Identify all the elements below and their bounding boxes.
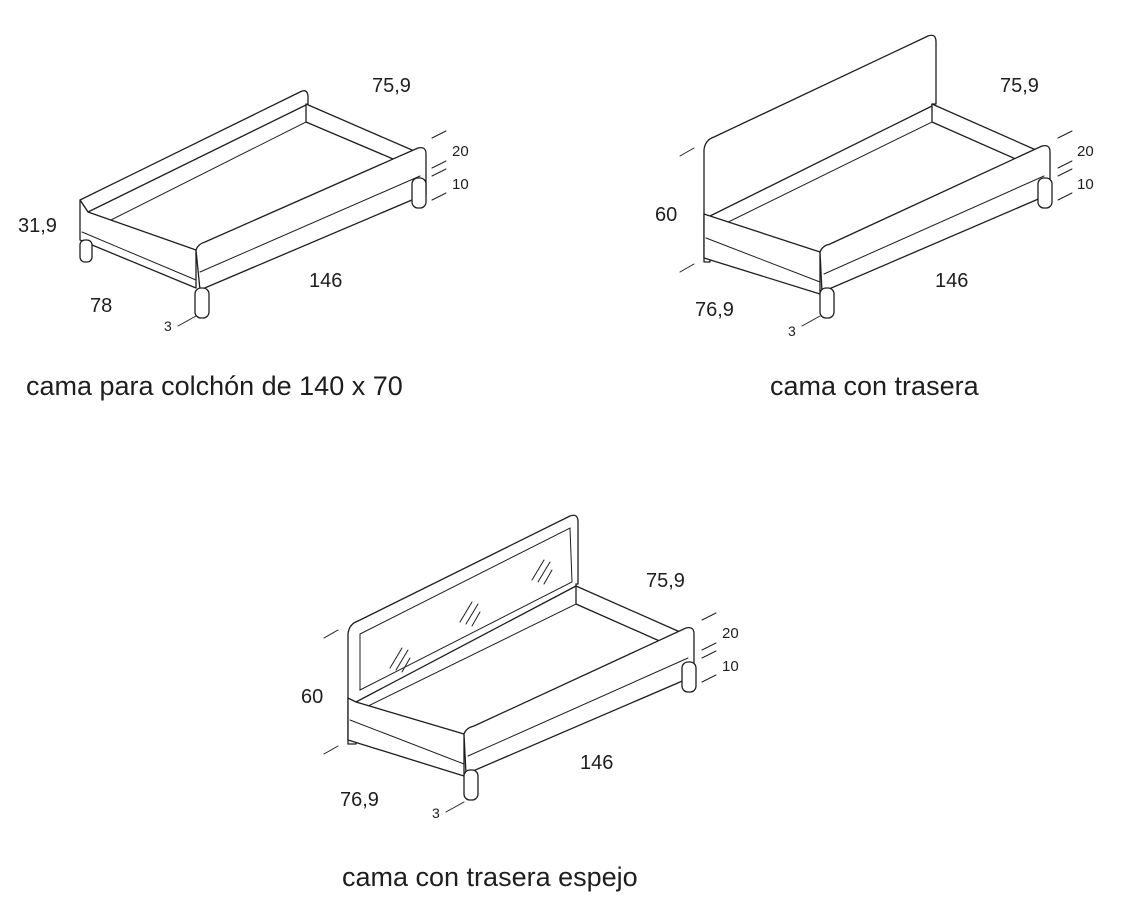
bed-basic-height-label: 31,9: [18, 215, 57, 237]
bed-basic-leg-right: [411, 177, 427, 209]
bed-mirror-leg-right: [681, 661, 697, 693]
bed-basic-leg-label: 10: [452, 176, 469, 193]
bed-headboard-height-label: 60: [655, 204, 677, 226]
bed-basic-length-label: 146: [309, 270, 342, 292]
bed-headboard-drawing: [679, 34, 1073, 327]
bed-mirror-length-label: 146: [580, 752, 613, 774]
bed-headboard-left-end: [703, 213, 821, 295]
bed-mirror-front-rail: [463, 626, 695, 775]
bed-headboard-side-label: 20: [1077, 143, 1094, 160]
bed-mirror-gap-label: 3: [432, 805, 440, 821]
bed-headboard-back-panel: [703, 34, 937, 263]
bed-mirror-caption: cama con trasera espejo: [342, 862, 638, 892]
bed-mirror-height-label: 60: [301, 686, 323, 708]
bed-headboard-front-rail: [819, 144, 1051, 293]
bed-headboard-leg-right: [1037, 177, 1053, 209]
bed-headboard-leg-front: [819, 287, 835, 319]
bed-headboard-caption: cama con trasera: [770, 371, 979, 401]
bed-mirror-depth-label: 75,9: [646, 570, 685, 592]
bed-mirror-leg-front: [463, 769, 479, 801]
bed-mirror-leg-label: 10: [722, 658, 739, 675]
bed-mirror-side-label: 20: [722, 625, 739, 642]
bed-headboard-length-label: 146: [935, 270, 968, 292]
bed-headboard-leg-label: 10: [1077, 176, 1094, 193]
bed-mirror-drawing: [323, 514, 717, 813]
bed-basic-depth-label: 75,9: [372, 75, 411, 97]
bed-basic-drawing: [79, 90, 447, 327]
bed-basic-left-end: [79, 199, 197, 289]
bed-basic-leg-front: [194, 287, 210, 319]
bed-mirror-back-panel: [347, 514, 579, 745]
bed-basic-back-rail: [79, 90, 309, 213]
bed-basic-leg-left: [79, 239, 93, 263]
bed-basic-gap-label: 3: [164, 318, 172, 334]
bed-mirror-width-label: 76,9: [340, 789, 379, 811]
bed-basic-width-label: 78: [90, 295, 112, 317]
bed-headboard-width-label: 76,9: [695, 299, 734, 321]
bed-mirror-left-end: [347, 697, 465, 777]
bed-headboard-depth-label: 75,9: [1000, 75, 1039, 97]
bed-basic-caption: cama para colchón de 140 x 70: [26, 371, 403, 401]
bed-basic-side-label: 20: [452, 143, 469, 160]
bed-headboard-gap-label: 3: [788, 323, 796, 339]
bed-basic-front-rail: [195, 146, 427, 291]
bed-mirror-glass: [359, 527, 573, 691]
